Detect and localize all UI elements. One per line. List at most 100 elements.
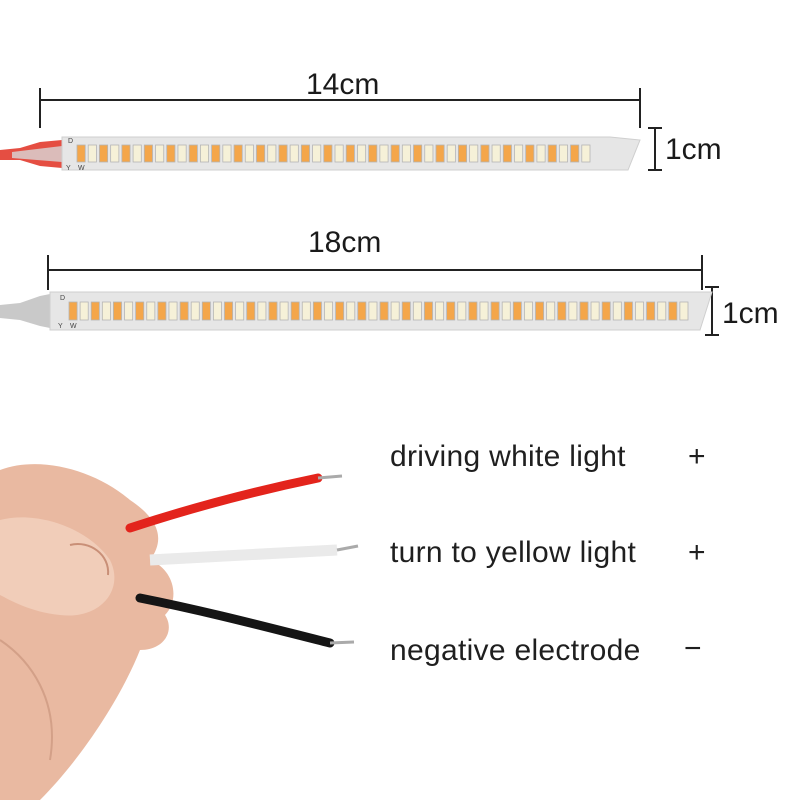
led-chip xyxy=(212,301,222,321)
led-chip xyxy=(68,301,78,321)
led-chip xyxy=(246,301,256,321)
led-chip xyxy=(235,301,245,321)
led-chip xyxy=(646,301,656,321)
led-chip xyxy=(635,301,644,321)
led-chip xyxy=(168,301,178,321)
led-chip xyxy=(90,301,100,321)
led-chip xyxy=(199,144,210,163)
led-chip xyxy=(446,144,456,163)
led-chip xyxy=(300,144,310,163)
length-label-14cm: 14cm xyxy=(306,68,380,101)
led-chip xyxy=(401,144,411,163)
led-chip xyxy=(502,144,512,163)
led-chip xyxy=(179,301,189,321)
length-label-18cm: 18cm xyxy=(308,226,382,259)
led-chip xyxy=(289,144,299,163)
led-chip xyxy=(457,144,468,163)
wire-sign-red: + xyxy=(688,440,706,473)
led-chip xyxy=(579,301,589,321)
white-wire xyxy=(149,544,359,566)
led-chip xyxy=(224,301,234,321)
led-chip xyxy=(536,144,546,163)
led-chip xyxy=(211,144,221,163)
led-chip xyxy=(601,301,611,321)
led-chip xyxy=(501,301,511,321)
width-dimension-1cm-b xyxy=(705,286,719,336)
led-chip xyxy=(155,144,165,163)
led-chip xyxy=(110,144,120,163)
wire-label-white: turn to yellow light xyxy=(390,536,637,569)
led-chip xyxy=(278,144,288,163)
led-chip xyxy=(101,301,111,321)
led-chip xyxy=(623,301,633,321)
led-chip xyxy=(490,301,500,321)
led-chip xyxy=(568,301,578,321)
led-chip xyxy=(279,301,289,321)
led-chip xyxy=(166,144,176,163)
led-chip xyxy=(312,301,322,321)
wire-sign-white: + xyxy=(688,536,706,569)
led-chip xyxy=(268,301,278,321)
red-wire xyxy=(125,473,343,533)
led-chip xyxy=(188,144,198,163)
led-chip xyxy=(390,301,400,321)
hand-holding-wires xyxy=(0,464,174,800)
led-chip xyxy=(668,301,678,321)
pad-label: W xyxy=(78,165,85,172)
led-chip xyxy=(267,144,277,163)
black-wire xyxy=(135,593,355,648)
pad-label: Y xyxy=(58,323,63,330)
led-chip xyxy=(435,144,445,163)
width-dimension-1cm-a xyxy=(648,127,662,171)
led-chip xyxy=(146,301,156,321)
led-chip xyxy=(124,301,134,321)
led-chip xyxy=(413,144,423,163)
wire-sign-black: − xyxy=(684,632,702,665)
pad-label: D xyxy=(60,295,65,302)
led-chip xyxy=(99,144,109,163)
led-chip xyxy=(469,144,479,163)
wire-label-black: negative electrode xyxy=(390,634,641,667)
led-chip xyxy=(335,301,345,321)
pad-label: D xyxy=(68,138,73,145)
led-chip xyxy=(79,301,89,321)
led-chip xyxy=(190,301,200,321)
led-chip xyxy=(346,301,356,321)
wire-label-red: driving white light xyxy=(390,440,626,473)
led-chip xyxy=(257,301,267,321)
led-chip xyxy=(143,144,153,163)
led-chip xyxy=(558,144,568,163)
led-chip xyxy=(135,301,145,321)
led-chip xyxy=(256,144,266,163)
pad-label: Y xyxy=(66,165,71,172)
led-chip xyxy=(679,301,689,321)
led-chip xyxy=(446,301,456,321)
led-chip xyxy=(657,301,667,321)
led-chip xyxy=(379,301,389,321)
led-chip xyxy=(390,144,400,163)
led-chip xyxy=(468,301,478,321)
led-chip xyxy=(157,301,167,321)
led-chip xyxy=(334,144,344,163)
led-chip xyxy=(547,144,557,163)
led-chip xyxy=(424,144,434,163)
led-chip xyxy=(233,144,243,163)
width-label-strip1: 1cm xyxy=(665,133,722,166)
led-chip xyxy=(424,301,433,321)
led-chip xyxy=(368,144,378,163)
led-chip xyxy=(480,144,490,163)
led-chip xyxy=(301,301,311,321)
led-chip xyxy=(514,144,524,163)
led-chip xyxy=(535,301,545,321)
led-chip xyxy=(368,301,378,321)
led-chip xyxy=(121,144,131,163)
led-chip xyxy=(323,144,333,163)
pad-label: W xyxy=(70,323,77,330)
led-chip xyxy=(412,301,422,321)
led-chip xyxy=(570,144,580,163)
led-chip xyxy=(435,301,445,321)
led-chip xyxy=(357,301,367,321)
led-chip xyxy=(244,144,254,163)
